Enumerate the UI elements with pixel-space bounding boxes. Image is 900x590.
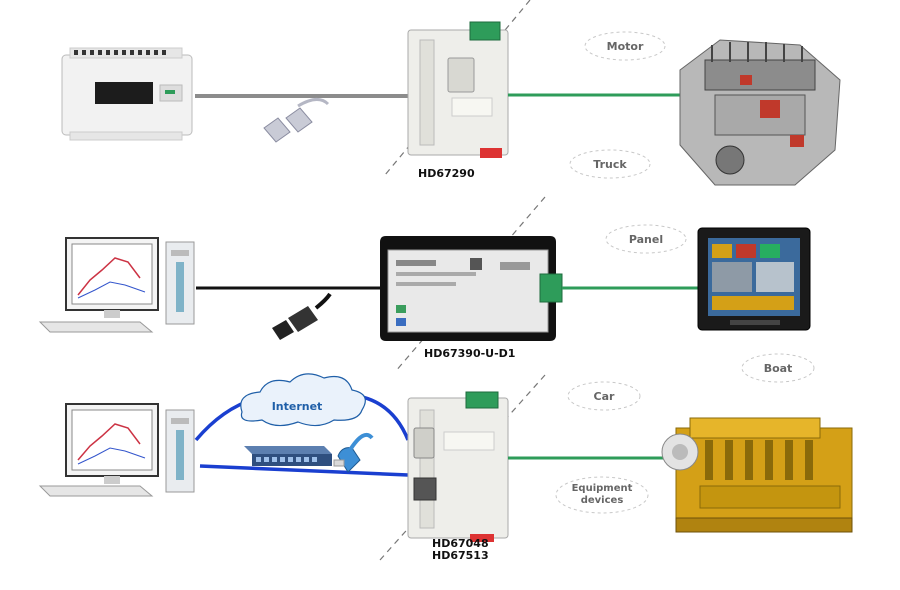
device-label-hd67290: HD67290 <box>418 167 475 180</box>
rj45-plug-icon <box>333 433 374 473</box>
target-tag-truck: Truck <box>569 149 651 179</box>
svg-text:Equipment: Equipment <box>572 483 633 494</box>
svg-text:devices: devices <box>581 495 624 506</box>
gateway-hd67290-icon <box>407 21 509 158</box>
row-2: HD67390-U-D1 Panel Boat <box>38 224 815 383</box>
svg-text:Car: Car <box>594 390 615 403</box>
target-tag-car: Car <box>567 381 641 411</box>
svg-text:Panel: Panel <box>629 233 663 246</box>
svg-text:Motor: Motor <box>607 40 644 53</box>
generator-icon <box>661 417 853 533</box>
row-3: Internet HD67048 <box>38 373 853 562</box>
target-tag-equipment-devices: Equipment devices <box>555 476 649 514</box>
target-tag-boat: Boat <box>741 353 815 383</box>
target-tag-motor: Motor <box>584 31 666 61</box>
network-switch-icon <box>244 446 332 466</box>
device-label-hd67513: HD67513 <box>432 549 489 562</box>
device-label-hd67390: HD67390-U-D1 <box>424 347 515 360</box>
internet-cloud-icon: Internet <box>240 373 366 427</box>
device-label-hd67048: HD67048 <box>432 537 489 550</box>
pc-icon-2 <box>38 403 195 497</box>
row-1: HD67290 Motor Truck <box>61 21 841 186</box>
engine-icon <box>679 39 841 186</box>
target-tag-panel: Panel <box>605 224 687 254</box>
gateway-hd67048-icon <box>407 391 509 542</box>
pc-icon <box>38 237 195 333</box>
hmi-panel-icon <box>697 227 811 331</box>
svg-text:Boat: Boat <box>764 362 793 375</box>
internet-label: Internet <box>272 400 323 413</box>
svg-text:Truck: Truck <box>593 158 627 171</box>
usb-plug-icon <box>272 292 332 340</box>
gateway-hd67390-icon <box>380 236 563 341</box>
plc-device-icon <box>61 47 193 141</box>
db9-connector-icon <box>263 98 330 143</box>
